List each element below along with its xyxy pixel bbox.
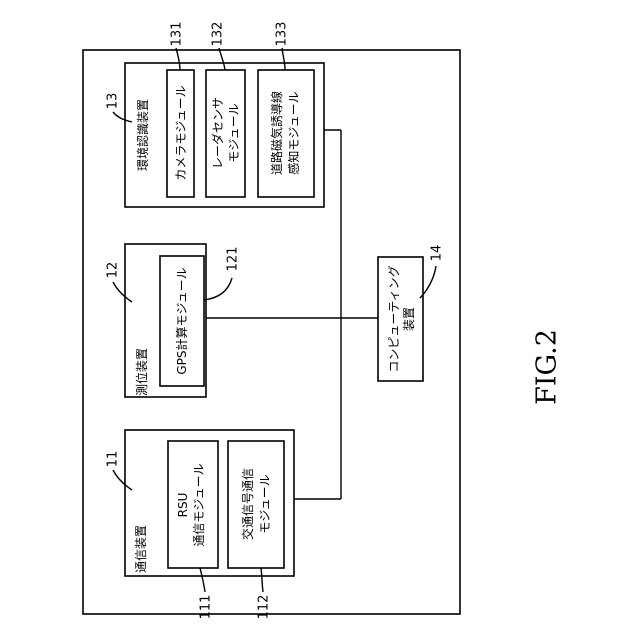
computing-device-label-1: コンピューティング	[387, 265, 401, 372]
ref-14: 14	[430, 245, 445, 262]
gps-module-label: GPS計算モジュール	[174, 267, 189, 374]
traffic-module-label-2: モジュール	[258, 474, 272, 533]
ref-131: 131	[170, 22, 185, 47]
communication-device-label: 通信装置	[134, 525, 148, 573]
ref-13: 13	[106, 93, 121, 110]
ref-111: 111	[199, 595, 214, 620]
traffic-module-label-1: 交通信号通信	[240, 468, 255, 540]
rsu-module-label-2: 通信モジュール	[192, 463, 206, 546]
traffic-signal-module	[228, 441, 284, 568]
ref-133: 133	[275, 22, 290, 47]
figure-label: FIG.2	[532, 329, 563, 405]
ref-12: 12	[106, 262, 121, 279]
ref-121: 121	[226, 247, 241, 272]
positioning-device-label: 測位装置	[134, 348, 149, 396]
magnetic-guide-module	[258, 70, 314, 197]
ref-112: 112	[257, 595, 272, 620]
env-device-label: 環境認識装置	[135, 99, 150, 171]
magnetic-module-label-1: 道路磁気誘導線	[269, 91, 284, 175]
radar-module-label-1: レーダセンサ	[210, 97, 225, 169]
ref-11: 11	[106, 451, 121, 468]
computing-device-label-2: 装置	[402, 307, 416, 331]
ref-132: 132	[211, 22, 226, 47]
magnetic-module-label-2: 感知モジュール	[286, 91, 301, 174]
rsu-module-label-1: RSU	[176, 493, 190, 518]
camera-module-label: カメラモジュール	[174, 85, 188, 180]
radar-module-label-2: モジュール	[227, 103, 241, 162]
